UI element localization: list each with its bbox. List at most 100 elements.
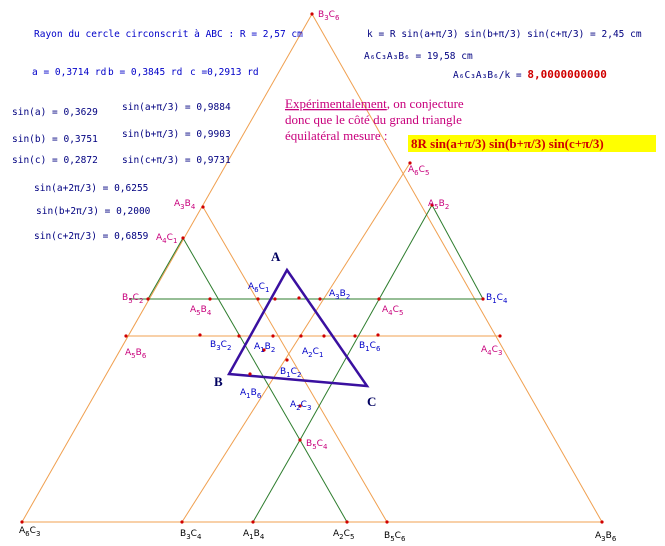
radius-measure: Rayon du cercle circonscrit à ABC : R = … <box>34 29 303 40</box>
point-marker <box>322 334 326 338</box>
sin-b-2pi3-measure: sin(b+2π/3) = 0,2000 <box>36 206 151 217</box>
point-label: A3B2 <box>329 289 350 301</box>
ratio-measure: A₆C₃A₃B₆/k = 8,0000000000 <box>453 68 607 81</box>
point-label: A6C1 <box>248 282 269 294</box>
vertex-label-b: B <box>214 374 223 389</box>
point-label: A5B4 <box>190 305 212 317</box>
point-label: A4C3 <box>481 345 502 357</box>
point-label: B3C6 <box>318 10 340 22</box>
point-label: B5C4 <box>306 439 328 451</box>
point-marker <box>345 520 349 524</box>
point-marker <box>318 297 322 301</box>
point-marker <box>251 520 255 524</box>
point-marker <box>201 205 205 209</box>
point-marker <box>498 334 502 338</box>
triangle-abc <box>226 267 370 388</box>
point-markers <box>20 12 604 524</box>
formula: 8R sin(a+π/3) sin(b+π/3) sin(c+π/3) <box>411 136 604 151</box>
orange-line-a3b4 <box>202 206 388 523</box>
point-marker <box>20 520 24 524</box>
outer-side-left <box>21 13 313 523</box>
point-label: A5B6 <box>125 348 147 360</box>
k-measure: k = R sin(a+π/3) sin(b+π/3) sin(c+π/3) =… <box>367 29 642 40</box>
side-measure: A₆C₃A₃B₆ = 19,58 cm <box>364 51 473 62</box>
conjecture-line-2: donc que le côté du grand triangle <box>285 112 462 127</box>
point-marker <box>297 296 301 300</box>
point-label: B3C2 <box>210 340 231 352</box>
point-marker <box>198 333 202 337</box>
green-line-to-bottom-2 <box>252 439 301 523</box>
point-label: A1B6 <box>240 388 262 400</box>
point-label: A2C3 <box>290 400 311 412</box>
point-marker <box>285 358 289 362</box>
green-left-triangle-side-1 <box>147 237 184 300</box>
point-label: B1C6 <box>359 341 381 353</box>
conjecture-line-1-rest: , on conjecture <box>387 96 464 111</box>
point-marker <box>237 334 241 338</box>
green-line-to-bottom-1 <box>299 439 348 523</box>
point-label: A4C1 <box>156 233 177 245</box>
ratio-value: 8,0000000000 <box>527 68 606 81</box>
angle-c-measure: c =0,2913 rd <box>190 67 259 78</box>
point-marker <box>180 520 184 524</box>
sin-c-measure: sin(c) = 0,2872 <box>12 155 98 166</box>
formula-highlight <box>408 135 656 152</box>
point-marker <box>376 333 380 337</box>
point-marker <box>262 348 266 352</box>
conjecture-line-3: équilatéral mesure : <box>285 128 388 143</box>
point-marker <box>298 438 302 442</box>
point-marker <box>430 203 434 207</box>
point-label: A3B6 <box>595 531 617 543</box>
green-right-triangle-side-1 <box>431 204 484 300</box>
point-label: B1C2 <box>280 367 301 379</box>
point-label: A1B2 <box>254 342 275 354</box>
conjecture-line-1: Expérimentalement, on conjecture <box>285 96 464 111</box>
angle-a-measure: a = 0,3714 rd <box>32 67 106 78</box>
point-marker <box>248 372 252 376</box>
green-left-triangle-side-2 <box>182 237 301 441</box>
point-label: A6C3 <box>19 526 40 538</box>
sin-c-2pi3-measure: sin(c+2π/3) = 0,6859 <box>34 231 149 242</box>
outer-side-right <box>311 13 603 523</box>
point-marker <box>377 297 381 301</box>
orange-line-a6c5 <box>181 162 411 523</box>
point-marker <box>600 520 604 524</box>
vertex-label-c: C <box>367 394 376 409</box>
point-marker <box>299 334 303 338</box>
conjecture: Expérimentalement, on conjecture donc qu… <box>285 96 656 152</box>
point-label: A1B4 <box>243 529 265 541</box>
point-label: A5B2 <box>428 199 449 211</box>
point-label: B1C4 <box>486 293 508 305</box>
sin-a-pi3-measure: sin(a+π/3) = 0,9884 <box>122 102 231 113</box>
point-marker <box>298 404 302 408</box>
sin-c-pi3-measure: sin(c+π/3) = 0,9731 <box>122 155 231 166</box>
point-marker <box>310 12 314 16</box>
point-label: A3B4 <box>174 199 196 211</box>
sin-a-measure: sin(a) = 0,3629 <box>12 107 98 118</box>
point-marker <box>208 297 212 301</box>
angle-b-measure: b = 0,3845 rd <box>108 67 182 78</box>
outer-triangle <box>21 13 603 523</box>
point-label: B3C4 <box>180 529 202 541</box>
sin-a-2pi3-measure: sin(a+2π/3) = 0,6255 <box>34 183 148 194</box>
vertex-label-a: A <box>271 249 281 264</box>
point-marker <box>385 520 389 524</box>
green-lines <box>130 204 484 523</box>
point-marker <box>146 297 150 301</box>
orange-inner-lines <box>126 162 500 523</box>
point-marker <box>124 334 128 338</box>
measurements: Rayon du cercle circonscrit à ABC : R = … <box>12 29 642 242</box>
point-marker <box>181 236 185 240</box>
point-label: B5C2 <box>122 293 143 305</box>
sin-b-pi3-measure: sin(b+π/3) = 0,9903 <box>122 129 231 140</box>
point-label: A4C5 <box>382 305 403 317</box>
point-marker <box>273 297 277 301</box>
point-marker <box>256 297 260 301</box>
green-right-triangle-side-2 <box>299 204 433 441</box>
point-marker <box>408 161 412 165</box>
point-label: A2C5 <box>333 529 354 541</box>
point-marker <box>353 334 357 338</box>
point-label: B5C6 <box>384 531 406 543</box>
